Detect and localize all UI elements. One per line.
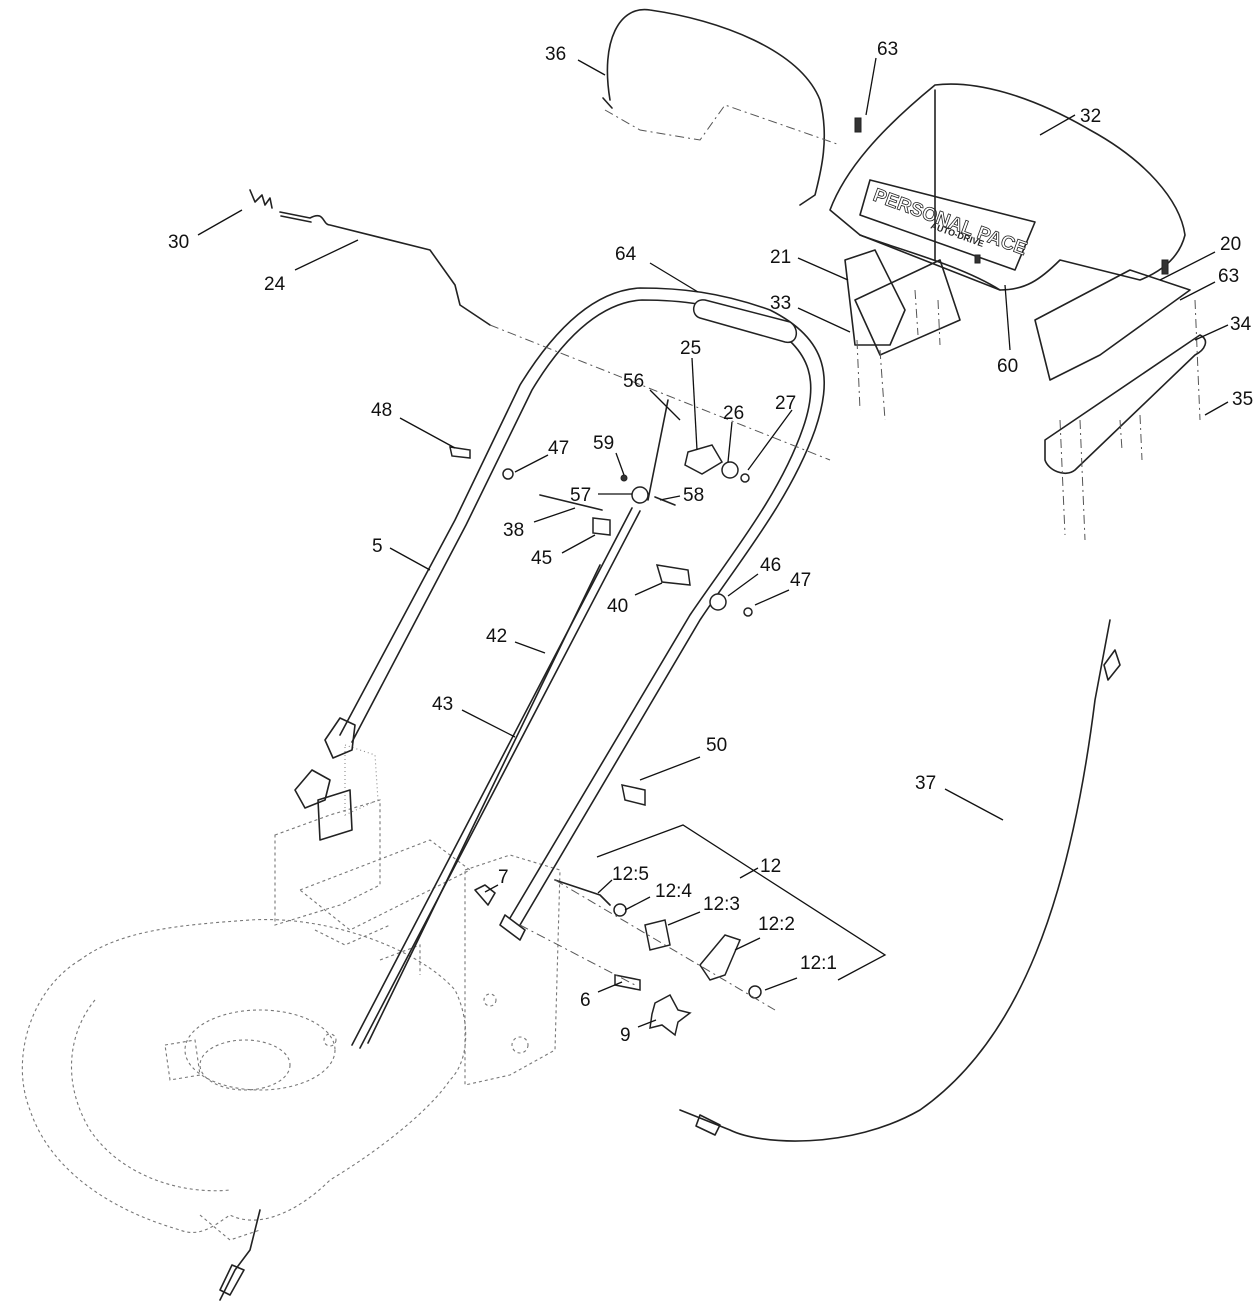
- callout-50: 50: [706, 735, 727, 756]
- callout-40: 40: [607, 596, 628, 617]
- callout-58: 58: [683, 485, 704, 506]
- handle-console: PERSONAL PACE AUTO-DRIVE: [829, 83, 1207, 541]
- callout-38: 38: [503, 520, 524, 541]
- callout-47b: 47: [790, 570, 811, 591]
- callout-6: 6: [580, 990, 591, 1011]
- callout-36: 36: [545, 44, 566, 65]
- callout-46: 46: [760, 555, 781, 576]
- callout-34: 34: [1230, 314, 1252, 335]
- small-parts: [449, 399, 753, 806]
- callout-24: 24: [264, 274, 286, 295]
- callout-42: 42: [486, 626, 507, 647]
- callout-47a: 47: [548, 438, 569, 459]
- callout-12-1: 12:1: [800, 953, 837, 974]
- callout-35: 35: [1232, 389, 1253, 410]
- callout-48: 48: [371, 400, 392, 421]
- callout-63a: 63: [877, 39, 898, 60]
- callout-33: 33: [770, 293, 791, 314]
- callout-26: 26: [723, 403, 744, 424]
- callout-60: 60: [997, 356, 1018, 377]
- callout-59: 59: [593, 433, 614, 454]
- callout-12-4: 12:4: [655, 881, 692, 902]
- callouts: 36 63 32 30 24 64 21 20 63 33 34 60 25 5…: [168, 39, 1253, 1046]
- knob-assembly: [474, 879, 776, 1037]
- callout-12-3: 12:3: [703, 894, 740, 915]
- callout-27: 27: [775, 393, 796, 414]
- callout-64: 64: [615, 244, 637, 265]
- handle-height-knobs: [294, 717, 356, 841]
- callout-43: 43: [432, 694, 453, 715]
- callout-7: 7: [498, 867, 509, 888]
- rod-and-spring: [249, 189, 831, 461]
- callout-30: 30: [168, 232, 189, 253]
- callout-9: 9: [620, 1025, 631, 1046]
- callout-63b: 63: [1218, 266, 1239, 287]
- cable: [219, 619, 1121, 1301]
- control-rods: [351, 507, 641, 1049]
- callout-5: 5: [372, 536, 383, 557]
- callout-12-5: 12:5: [612, 864, 649, 885]
- callout-20: 20: [1220, 234, 1241, 255]
- callout-45: 45: [531, 548, 552, 569]
- callout-56: 56: [623, 371, 644, 392]
- callout-12: 12: [760, 856, 781, 877]
- callout-37: 37: [915, 773, 936, 794]
- callout-57: 57: [570, 485, 591, 506]
- callout-25: 25: [680, 338, 701, 359]
- bail-wire: [602, 8, 841, 206]
- callout-21: 21: [770, 247, 791, 268]
- callout-32: 32: [1080, 106, 1101, 127]
- grip-tube: [693, 299, 797, 343]
- callout-12-2: 12:2: [758, 914, 795, 935]
